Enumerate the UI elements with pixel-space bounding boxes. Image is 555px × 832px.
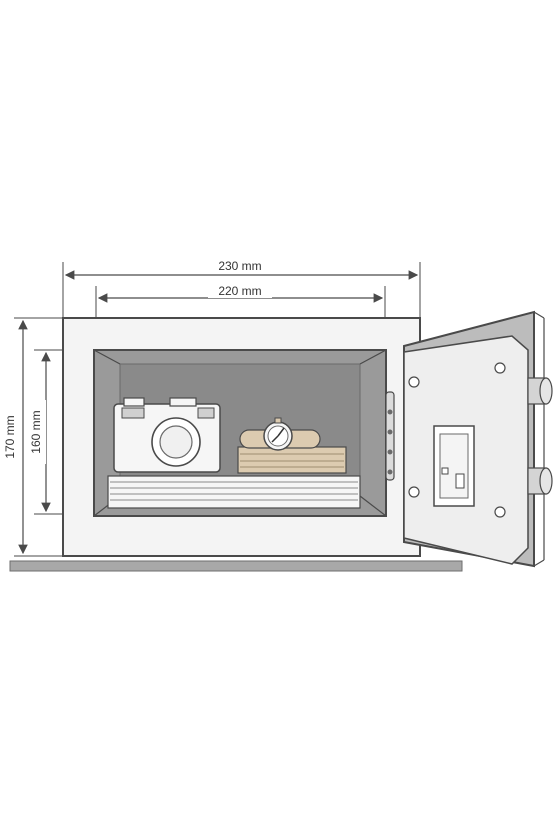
door-screw xyxy=(408,376,420,388)
door-screw xyxy=(494,362,506,374)
door-hinge xyxy=(385,391,395,481)
floor-base xyxy=(9,560,463,572)
camera-icon xyxy=(113,397,221,473)
outer-width-label: 230 mm xyxy=(218,259,261,273)
safe-door xyxy=(385,310,553,568)
inner-width-label: 220 mm xyxy=(218,284,261,298)
books-stack xyxy=(237,446,347,474)
wristwatch-icon xyxy=(239,417,321,451)
door-screw xyxy=(408,486,420,498)
paper-stack xyxy=(107,475,361,509)
locking-bolt xyxy=(527,377,553,405)
outer-width-dimension: 230 mm xyxy=(62,257,421,318)
inner-width-dimension: 220 mm xyxy=(95,282,386,350)
inner-height-dimension: 160 mm xyxy=(29,349,94,515)
door-screw xyxy=(494,506,506,518)
outer-height-dimension: 170 mm xyxy=(2,317,62,557)
outer-height-label: 170 mm xyxy=(3,415,17,458)
locking-bolt xyxy=(527,467,553,495)
inner-height-label: 160 mm xyxy=(29,410,43,453)
battery-compartment xyxy=(455,473,465,489)
